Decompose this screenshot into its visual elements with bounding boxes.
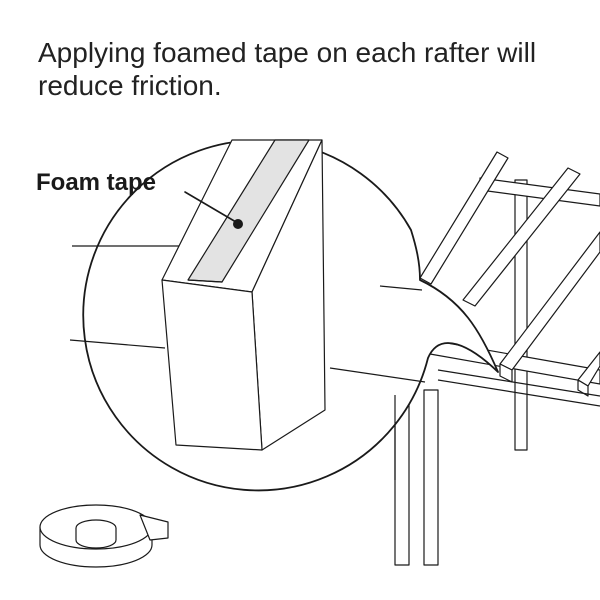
- lower-rail-edge: [437, 379, 600, 407]
- foam-tape-edge: [187, 279, 223, 283]
- bg-beam-top-right: [379, 285, 423, 291]
- rafter-4-end: [577, 379, 589, 397]
- magnifier-callout: Foam tape: [36, 139, 499, 492]
- callout-pointer-dot: [233, 219, 243, 229]
- post-front-right: [423, 389, 439, 566]
- rafter-closeup: [161, 139, 326, 451]
- pergola-structure: [394, 151, 600, 566]
- roll-loose-end: [139, 514, 169, 541]
- rafter-1: [419, 151, 509, 285]
- bg-beam-bottom-left: [69, 339, 166, 349]
- foam-tape-label: Foam tape: [36, 169, 156, 196]
- bg-beam-bottom-right: [329, 367, 426, 383]
- post-back: [514, 179, 528, 451]
- foam-tape-roll: [39, 504, 169, 568]
- rafters: [419, 151, 600, 397]
- back-beam: [479, 177, 600, 207]
- rafter-2: [462, 167, 581, 307]
- lower-rail: [437, 369, 600, 397]
- instruction-caption: Applying foamed tape on each rafter will…: [38, 37, 537, 101]
- roll-core-inner: [75, 528, 117, 549]
- rafter-end-face: [161, 279, 263, 451]
- callout-pointer: [184, 191, 237, 223]
